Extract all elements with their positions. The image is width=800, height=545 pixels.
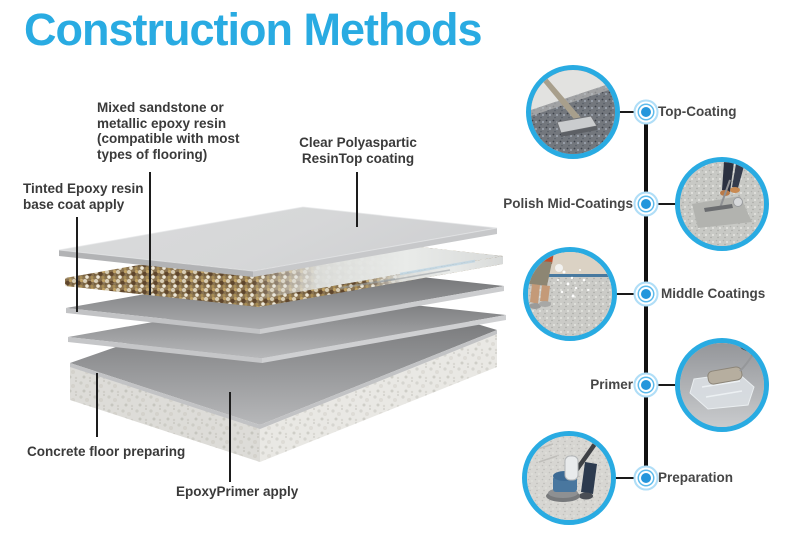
timeline-label-middle-coatings: Middle Coatings [661,286,766,301]
callout-line: ResinTop coating [301,150,415,166]
middle-coatings-photo [523,247,617,341]
callout-line: types of flooring) [97,146,208,162]
callout-mixed-sandstone: Mixed sandstone or metallic epoxy resin … [97,100,240,162]
callout-clear-polyaspartic: Clear Polyaspartic ResinTop coating [288,135,428,166]
timeline-label-top-coating: Top-Coating [658,104,737,119]
timeline-label-primer: Primer [590,377,633,392]
layer-clear-top-coat [58,206,498,277]
callout-line: Mixed sandstone or [97,100,224,115]
timeline-connector [608,477,646,479]
callout-epoxy-primer: EpoxyPrimer apply [176,484,298,500]
timeline-label-preparation: Preparation [658,470,734,485]
callout-line: base coat apply [23,196,125,212]
pointer-line-clear-polyaspartic [356,172,358,227]
timeline-node-polish-mid-coatings [641,199,651,209]
callout-tinted-epoxy: Tinted Epoxy resin base coat apply [23,181,144,212]
primer-photo-art [680,343,764,427]
timeline-connector [648,203,680,205]
callout-line: Tinted Epoxy resin [23,181,144,196]
callout-line: Concrete floor preparing [27,444,186,459]
timeline-node-top-coating [641,107,651,117]
callout-line: EpoxyPrimer apply [176,484,299,499]
timeline-label-polish-mid-coatings: Polish Mid-Coatings [503,196,633,211]
polish-mid-coatings-photo [675,157,769,251]
top-coating-photo-art [531,70,615,154]
page-title: Construction Methods [24,4,482,55]
pointer-line-mixed-sandstone [149,172,151,295]
timeline-node-preparation [641,473,651,483]
pointer-line-concrete-floor [96,373,98,437]
pointer-line-tinted-epoxy [76,217,78,312]
callout-line: Clear Polyaspartic [299,135,417,150]
timeline-node-middle-coatings [641,289,651,299]
polish-mid-coatings-photo-art [680,162,764,246]
timeline-node-primer [641,380,651,390]
timeline-connector [612,111,646,113]
primer-photo [675,338,769,432]
timeline-connector [610,293,646,295]
pointer-line-epoxy-primer [229,392,231,482]
callout-concrete-floor: Concrete floor preparing [27,444,185,460]
floor-layers-diagram [58,206,506,462]
preparation-photo-art [527,436,611,520]
preparation-photo [522,431,616,525]
top-coating-photo [526,65,620,159]
callout-line: metallic epoxy resin [97,115,227,131]
middle-coatings-photo-art [528,252,612,336]
callout-line: (compatible with most [97,131,240,146]
timeline-connector [648,384,680,386]
